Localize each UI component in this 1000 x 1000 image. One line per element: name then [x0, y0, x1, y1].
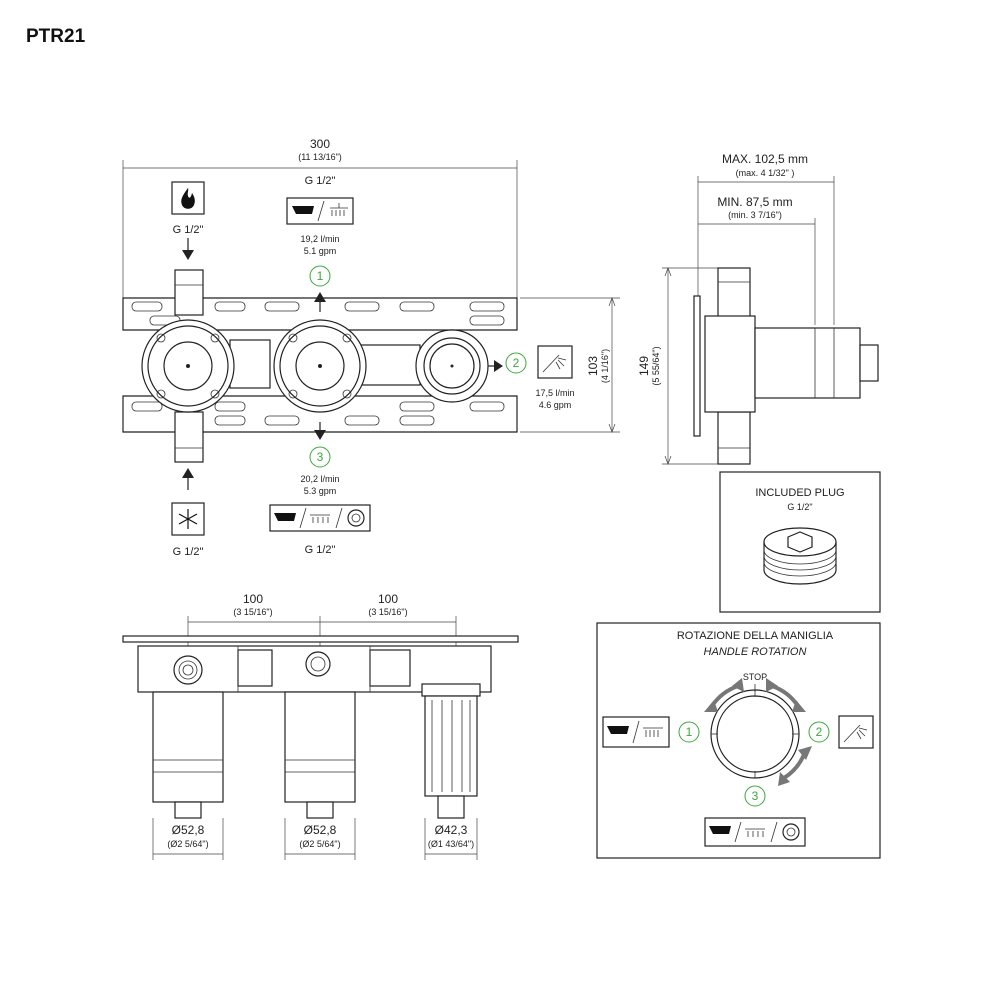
rotation-bath-shower-plug-icon [704, 817, 806, 847]
max-depth-label: MAX. 102,5 mm [722, 152, 808, 166]
stop-label: STOP [743, 672, 767, 682]
outlet3-flow-lmin: 20,2 l/min [300, 474, 339, 484]
total-height-in-label: (5 55/64") [651, 346, 661, 385]
outlet2-flow-lmin: 17,5 l/min [535, 388, 574, 398]
bath-shower-plug-icon [269, 504, 371, 532]
outlet1-flow-lmin: 19,2 l/min [300, 234, 339, 244]
plug-label: INCLUDED PLUG [755, 487, 844, 499]
top-outlet-thread: G 1/2" [305, 175, 336, 187]
rotation-pos1-marker [678, 721, 700, 743]
outlet1-number: 1 [317, 269, 324, 283]
hand-shower-icon [537, 345, 573, 379]
rotation-title-en: HANDLE ROTATION [704, 646, 807, 658]
rotation-pos2-marker [808, 721, 830, 743]
plug-icon [763, 527, 837, 585]
cold-inlet-thread: G 1/2" [173, 546, 204, 558]
rotation-hand-shower-icon [838, 715, 874, 749]
bath-shower-icon [286, 197, 354, 225]
hot-water-icon [171, 181, 205, 215]
rotation-pos3-marker [744, 785, 766, 807]
width-in-label: (11 13/16") [298, 152, 342, 162]
dia2-in-label: (Ø2 5/64") [299, 839, 340, 849]
front-view: 300 (11 13/16") [122, 137, 620, 558]
max-depth-in-label: (max. 4 1/32" ) [736, 168, 795, 178]
spacing2-in: (3 15/16") [368, 607, 407, 617]
outlet1-marker [309, 265, 331, 287]
rotation-pos3: 3 [752, 789, 759, 803]
rotation-pos2: 2 [816, 725, 823, 739]
included-plug-panel: INCLUDED PLUG G 1/2" [719, 471, 881, 613]
cold-water-icon [171, 502, 205, 536]
side-view: MAX. 102,5 mm (max. 4 1/32" ) MIN. 87,5 … [637, 152, 879, 465]
min-depth-in-label: (min. 3 7/16") [728, 210, 782, 220]
outlet3-flow-gpm: 5.3 gpm [304, 486, 337, 496]
outlet2-number: 2 [513, 356, 520, 370]
page-title: PTR21 [26, 26, 86, 47]
total-height-mm-label: 149 [637, 356, 651, 376]
dia3-label: Ø42,3 [435, 823, 468, 837]
outlet1-flow-gpm: 5.1 gpm [304, 246, 337, 256]
bottom-view: 100 (3 15/16") 100 (3 15/16") [122, 592, 519, 860]
dia2-label: Ø52,8 [304, 823, 337, 837]
spacing1-mm: 100 [243, 592, 263, 606]
hot-inlet-thread: G 1/2" [173, 224, 204, 236]
rotation-bath-shower-icon [602, 716, 670, 748]
rotation-title-it: ROTAZIONE DELLA MANIGLIA [677, 630, 834, 642]
outlet3-marker [309, 446, 331, 468]
dia1-in-label: (Ø2 5/64") [167, 839, 208, 849]
dia3-in-label: (Ø1 43/64") [428, 839, 474, 849]
spacing1-in: (3 15/16") [233, 607, 272, 617]
outlet3-number: 3 [317, 450, 324, 464]
min-depth-label: MIN. 87,5 mm [717, 195, 792, 209]
width-mm-label: 300 [310, 137, 330, 151]
bottom-outlet-thread: G 1/2" [305, 544, 336, 556]
plug-thread: G 1/2" [787, 502, 812, 512]
spacing2-mm: 100 [378, 592, 398, 606]
dia1-label: Ø52,8 [172, 823, 205, 837]
outlet2-flow-gpm: 4.6 gpm [539, 400, 572, 410]
outlet2-marker [505, 352, 527, 374]
height-in-label: (4 1/16") [600, 349, 610, 383]
height-mm-label: 103 [586, 356, 600, 376]
rotation-pos1: 1 [686, 725, 693, 739]
handle-rotation-panel: ROTAZIONE DELLA MANIGLIA HANDLE ROTATION… [596, 622, 881, 859]
